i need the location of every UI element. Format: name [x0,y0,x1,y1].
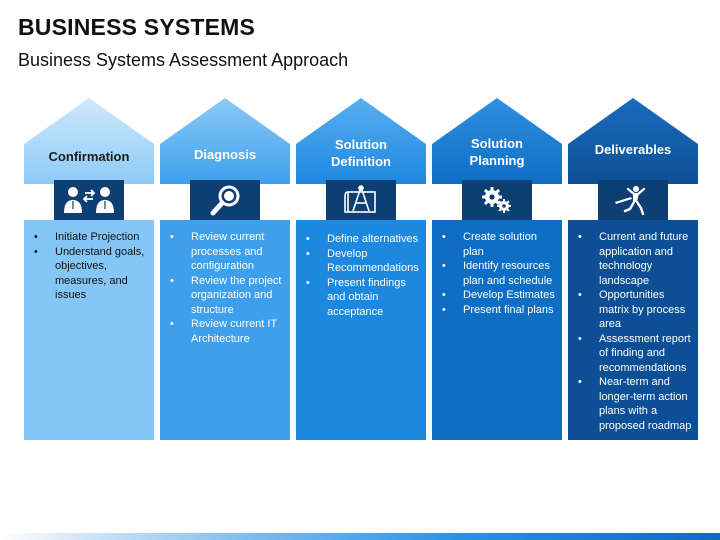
step-icon-box [54,180,124,220]
list-item: Define alternatives [304,232,420,247]
step-heading-line: Confirmation [48,149,130,164]
list-item: Create solution plan [440,230,556,259]
step-icon-box [190,180,260,220]
list-item: Review current IT Architecture [168,317,284,346]
magnifier-icon [210,185,240,216]
step-solution-definition: Solution Definition Define alternatives … [296,98,426,440]
page-title: BUSINESS SYSTEMS [18,14,256,40]
list-item: Review the project organization and stru… [168,274,284,318]
step-header-shape [160,98,290,184]
list-item: Near-term and longer-term action plans w… [576,375,692,433]
step-icon-box [326,180,396,220]
page-subtitle: Business Systems Assessment Approach [18,50,349,70]
step-content: Define alternatives Develop Recommendati… [296,220,426,440]
step-deliverables: Deliverables Current and future applicat… [568,98,698,440]
step-solution-planning: Solution Planning Create solution plan [432,98,562,440]
step-heading: Solution Definition [296,136,426,170]
list-item: Understand goals, objectives, measures, … [32,245,148,303]
footer-gradient-bar [0,533,720,540]
step-heading-line: Deliverables [594,142,672,157]
bullet-list: Initiate Projection Understand goals, ob… [24,220,154,303]
step-heading-line: Diagnosis [193,147,257,162]
step-confirmation: Confirmation Initiate Projection Underst… [24,98,154,440]
step-heading-line: Solution [471,136,523,151]
step-heading: Confirmation [24,148,154,165]
step-content: Current and future application and techn… [568,220,698,440]
list-item: Initiate Projection [32,230,148,245]
step-heading-line: Planning [469,153,525,168]
bullet-list: Create solution plan Identify resources … [432,220,562,317]
step-heading-line: Solution [335,137,387,152]
bullet-list: Review current processes and configurati… [160,220,290,346]
list-item: Opportunities matrix by process area [576,288,692,332]
step-icon-box [598,180,668,220]
list-item: Identify resources plan and schedule [440,259,556,288]
step-heading-line: Definition [331,154,391,169]
list-item: Present findings and obtain acceptance [304,276,420,320]
list-item: Develop Recommendations [304,247,420,276]
step-header-shape [24,98,154,184]
bullet-list: Current and future application and techn… [568,220,698,433]
step-content: Initiate Projection Understand goals, ob… [24,220,154,440]
step-heading: Solution Planning [432,135,562,169]
blueprint-icon [344,185,376,213]
gears-icon [482,187,511,213]
step-heading: Diagnosis [160,146,290,163]
step-content: Create solution plan Identify resources … [432,220,562,440]
bullet-list: Define alternatives Develop Recommendati… [296,220,426,319]
step-heading: Deliverables [568,141,698,158]
step-header-shape [296,98,426,184]
list-item: Assessment report of finding and recomme… [576,332,692,376]
runner-finish-icon [615,186,646,216]
step-content: Review current processes and configurati… [160,220,290,440]
list-item: Review current processes and configurati… [168,230,284,274]
step-diagnosis: Diagnosis Review current processes and c… [160,98,290,440]
step-header-shape [432,98,562,184]
step-icon-box [462,180,532,220]
step-header-shape [568,98,698,184]
list-item: Current and future application and techn… [576,230,692,288]
list-item: Develop Estimates [440,288,556,303]
list-item: Present final plans [440,303,556,318]
people-exchange-icon [64,187,114,213]
